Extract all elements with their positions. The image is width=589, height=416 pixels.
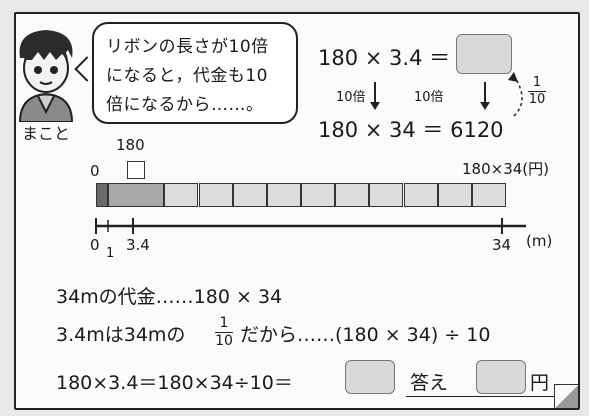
answer-label: 答え	[410, 372, 449, 394]
equation-bottom: 180 × 34 ＝ 6120	[318, 118, 504, 142]
explanation-line-3: 180×3.4＝180×34÷10＝	[56, 372, 293, 394]
explanation-fraction-num: 1	[219, 315, 229, 331]
arrow-label-left: 10倍	[336, 90, 366, 105]
line-label-34: 34	[492, 236, 512, 254]
tape-segment	[232, 183, 267, 207]
equation-top: 180 × 3.4 ＝	[318, 46, 451, 70]
tape-segment	[369, 183, 404, 207]
down-arrow-icon	[370, 82, 380, 110]
blank-box[interactable]	[127, 161, 145, 179]
tape-segment	[266, 183, 301, 207]
speech-bubble: リボンの長さが10倍 になると，代金も10 倍になるから……。	[92, 22, 298, 124]
tape-segment	[198, 183, 233, 207]
explanation-line-1: 34mの代金……180 × 34	[56, 286, 283, 308]
explanation-line-2-pre: 3.4mは34mの	[56, 324, 186, 346]
arrow-label-right: 10倍	[414, 90, 444, 105]
speaker-name: まこと	[22, 124, 71, 143]
line-label-zero: 0	[90, 236, 100, 254]
answer-unit: 円	[530, 372, 550, 394]
speech-line-3: 倍になるから……。	[106, 95, 264, 115]
fraction-denominator: 10	[528, 92, 546, 107]
unit-price-label: 180	[116, 136, 145, 154]
speech-line-2: になると，代金も10	[106, 66, 268, 86]
speech-line-1: リボンの長さが10倍	[106, 37, 269, 57]
curved-arrow-icon	[508, 72, 523, 117]
line-label-one: 1	[106, 246, 115, 261]
answer-underline	[406, 396, 554, 397]
tape-segment	[471, 183, 506, 207]
answer-box-calc[interactable]	[345, 360, 395, 394]
answer-box-top[interactable]	[456, 34, 512, 74]
tape-segment	[301, 183, 336, 207]
tape-segment	[164, 183, 199, 207]
tape-segment	[437, 183, 472, 207]
line-unit: (m)	[526, 232, 553, 250]
tape-total-label: 180×34(円)	[462, 160, 549, 178]
tape-segment	[108, 183, 165, 207]
page-fold	[554, 384, 578, 408]
fraction-one-tenth: 1 10	[528, 76, 546, 107]
down-arrow-icon	[480, 82, 490, 110]
number-line	[95, 218, 526, 234]
boy-avatar-icon	[18, 30, 74, 122]
explanation-line-2-post: だから……(180 × 34) ÷ 10	[240, 324, 491, 346]
tape-zero-label: 0	[90, 162, 100, 180]
explanation-fraction: 1 10	[215, 316, 233, 349]
tape-segment	[96, 183, 108, 207]
tape-segment	[403, 183, 438, 207]
explanation-fraction-den: 10	[215, 333, 233, 349]
fraction-numerator: 1	[532, 75, 542, 90]
answer-box-final[interactable]	[476, 360, 526, 394]
line-label-3-4: 3.4	[126, 236, 150, 254]
tape-segment	[335, 183, 370, 207]
